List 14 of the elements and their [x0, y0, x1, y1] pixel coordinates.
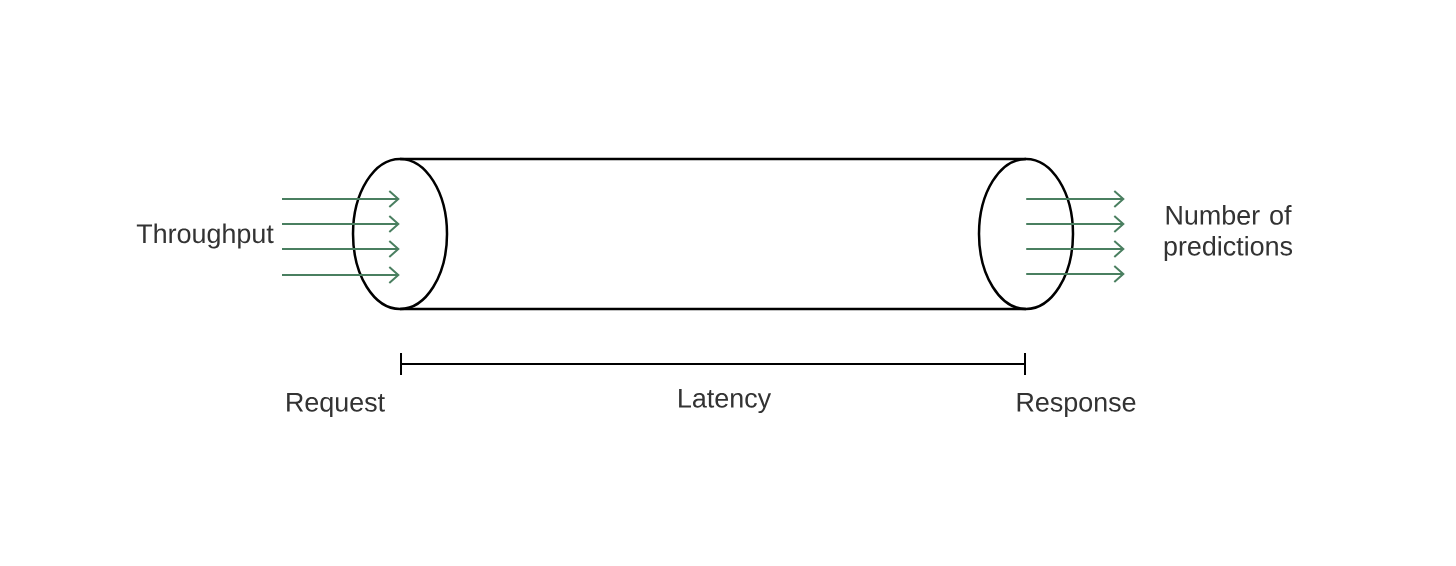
- arrow: [282, 190, 400, 208]
- arrow: [282, 240, 400, 258]
- arrow: [1026, 215, 1125, 233]
- arrow: [282, 215, 400, 233]
- arrow: [1026, 265, 1125, 283]
- cylinder: [351, 157, 1075, 311]
- latency-label: Latency: [679, 388, 772, 414]
- arrow: [282, 266, 400, 284]
- throughput-label: Throughput: [136, 223, 274, 249]
- arrow: [1026, 240, 1125, 258]
- response-label: Response: [1017, 392, 1136, 418]
- output-label: Number of predictions: [1164, 205, 1293, 261]
- arrow: [1026, 190, 1125, 208]
- request-label: Request: [287, 392, 385, 418]
